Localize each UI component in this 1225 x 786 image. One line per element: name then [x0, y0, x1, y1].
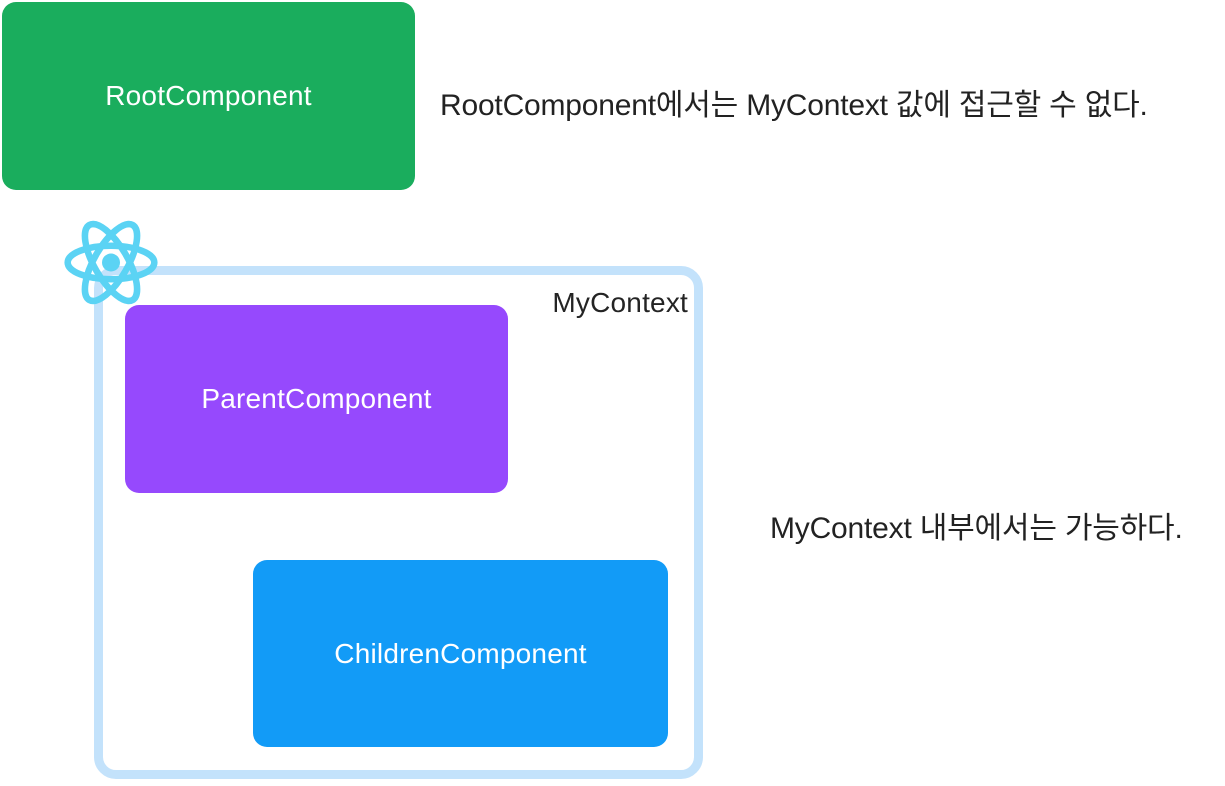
- root-component-box: RootComponent: [2, 2, 415, 190]
- context-annotation-text: MyContext 내부에서는 가능하다.: [770, 512, 1183, 545]
- mycontext-label: MyContext: [552, 287, 688, 318]
- react-logo-icon: [64, 220, 158, 305]
- parent-component-label: ParentComponent: [201, 383, 432, 414]
- parent-component-box: ParentComponent: [125, 305, 508, 493]
- children-component-label: ChildrenComponent: [334, 637, 587, 669]
- mycontext-container: [94, 266, 703, 779]
- root-component-label: RootComponent: [105, 80, 312, 111]
- root-annotation-text: RootComponent에서는 MyContext 값에 접근할 수 없다.: [440, 89, 1148, 122]
- children-component-box: ChildrenComponent: [253, 560, 668, 747]
